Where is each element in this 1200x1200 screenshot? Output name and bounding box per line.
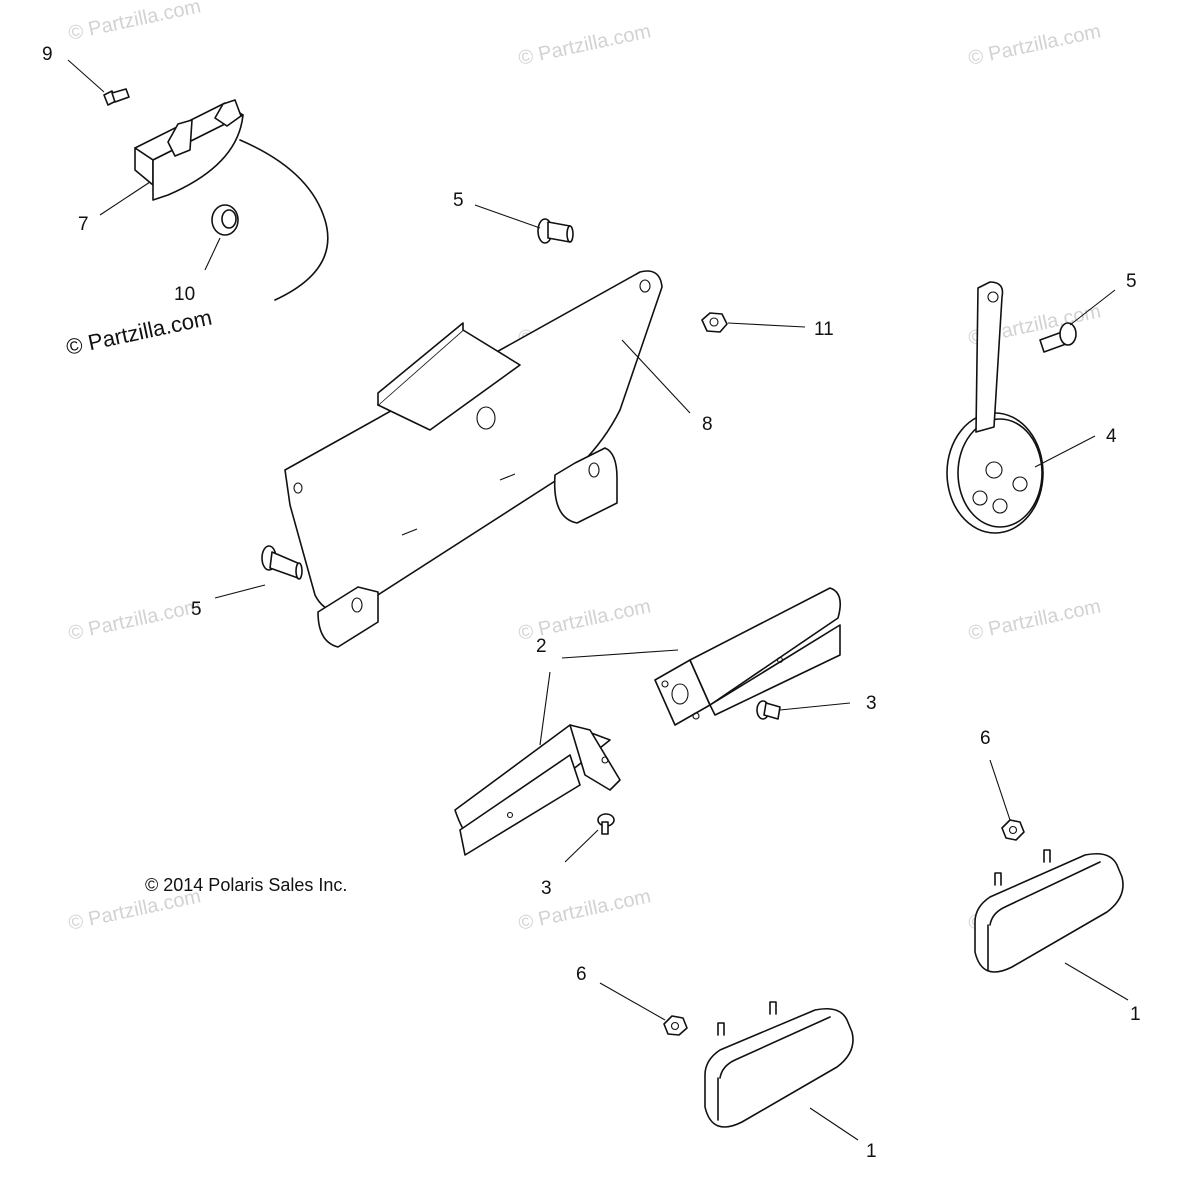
callout-1-right: 1 [1130, 1004, 1141, 1025]
watermark: © Partzilla.com [66, 0, 202, 45]
callout-11: 11 [814, 319, 834, 340]
part-2-bracket-lower [454, 724, 621, 856]
callout-6-bottom: 6 [576, 964, 587, 985]
leader-2-a [561, 649, 679, 659]
leader-7 [99, 181, 151, 216]
part-6-nut-bottom [663, 1015, 688, 1036]
leader-1-right [1064, 962, 1129, 1001]
watermark: © Partzilla.com [966, 595, 1102, 645]
part-3-screw-right [756, 700, 781, 720]
callout-4: 4 [1106, 426, 1117, 447]
callout-labels: 9 7 10 5 11 8 5 4 5 2 3 3 6 6 1 1 [42, 44, 1141, 1162]
part-7-license-light [134, 99, 329, 301]
leader-3-right [779, 702, 851, 711]
part-4-horn [946, 281, 1044, 534]
watermark: © Partzilla.com [516, 885, 652, 935]
leader-5-left [214, 584, 266, 599]
callout-5-right: 5 [1126, 271, 1137, 292]
leader-3-bottom [564, 829, 599, 863]
part-5-bolt-left [261, 545, 303, 580]
copyright-notice: © 2014 Polaris Sales Inc. [145, 875, 347, 895]
part-5-bolt-right [1039, 322, 1077, 353]
part-9-screw [103, 88, 130, 106]
leader-2-b [539, 671, 551, 746]
leader-5-top [474, 204, 541, 229]
leader-6-right [989, 759, 1011, 821]
callout-3-bottom: 3 [541, 878, 552, 899]
part-1-light-right [974, 849, 1124, 973]
callout-8: 8 [702, 414, 713, 435]
watermark-dark: © Partzilla.com [64, 305, 214, 360]
part-1-light-bottom [704, 1001, 854, 1128]
callout-6-right: 6 [980, 728, 991, 749]
part-11-nut [701, 312, 728, 333]
leader-10 [204, 237, 221, 271]
watermark: © Partzilla.com [66, 595, 202, 645]
callout-10: 10 [174, 284, 195, 305]
callout-5-left: 5 [191, 599, 202, 620]
part-6-nut-right [1001, 819, 1025, 841]
leader-11 [727, 322, 806, 328]
leader-1-bottom [809, 1107, 859, 1141]
leader-5-right [1069, 289, 1116, 326]
leader-8 [621, 339, 691, 414]
callout-9: 9 [42, 44, 53, 65]
callout-7: 7 [78, 214, 89, 235]
callout-1-bottom: 1 [866, 1141, 877, 1162]
callout-2: 2 [536, 636, 547, 657]
callout-3-right: 3 [866, 693, 877, 714]
leader-6-bottom [599, 982, 666, 1021]
leader-4 [1034, 435, 1096, 468]
watermark: © Partzilla.com [516, 20, 652, 70]
callout-5-top: 5 [453, 190, 464, 211]
part-10-grommet [211, 204, 239, 236]
leader-lines [67, 59, 1129, 1141]
part-8-bracket [284, 270, 663, 648]
part-5-bolt-top [537, 218, 574, 244]
watermark: © Partzilla.com [966, 20, 1102, 70]
leader-9 [67, 59, 105, 93]
part-2-bracket-upper [654, 587, 841, 726]
part-3-screw-bottom [597, 813, 615, 835]
